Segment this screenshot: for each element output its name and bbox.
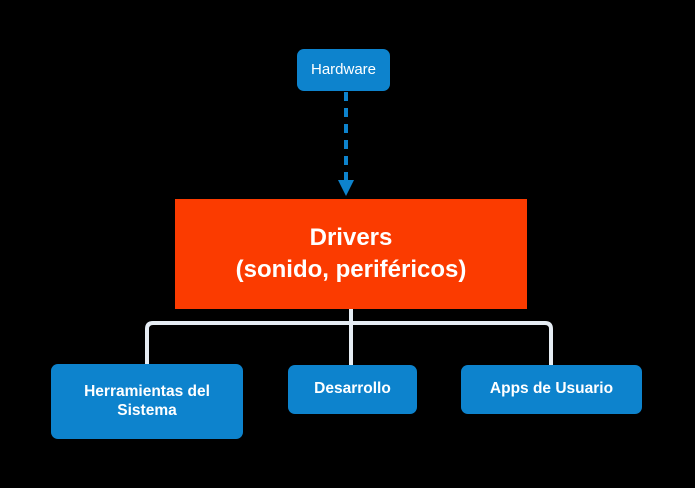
node-desarrollo-label: Desarrollo bbox=[314, 380, 391, 398]
node-drivers[interactable]: Drivers (sonido, periféricos) bbox=[175, 199, 527, 309]
node-herramientas-label-line2: Sistema bbox=[117, 401, 177, 419]
node-apps-de-usuario[interactable]: Apps de Usuario bbox=[461, 365, 642, 414]
node-herramientas-label: Herramientas del Sistema bbox=[84, 383, 210, 420]
arrowhead-icon bbox=[338, 180, 354, 196]
node-apps-label: Apps de Usuario bbox=[489, 380, 614, 398]
node-herramientas-del-sistema[interactable]: Herramientas del Sistema bbox=[51, 364, 243, 439]
node-drivers-label-line2: (sonido, periféricos) bbox=[235, 255, 467, 283]
node-drivers-label-line1: Drivers bbox=[309, 224, 393, 252]
node-desarrollo[interactable]: Desarrollo bbox=[288, 365, 417, 414]
bracket-connector-left bbox=[145, 309, 353, 366]
node-hardware[interactable]: Hardware bbox=[297, 49, 390, 91]
node-herramientas-label-line1: Herramientas del bbox=[84, 383, 210, 401]
node-hardware-label: Hardware bbox=[310, 61, 377, 79]
bracket-connector-right bbox=[351, 321, 553, 366]
